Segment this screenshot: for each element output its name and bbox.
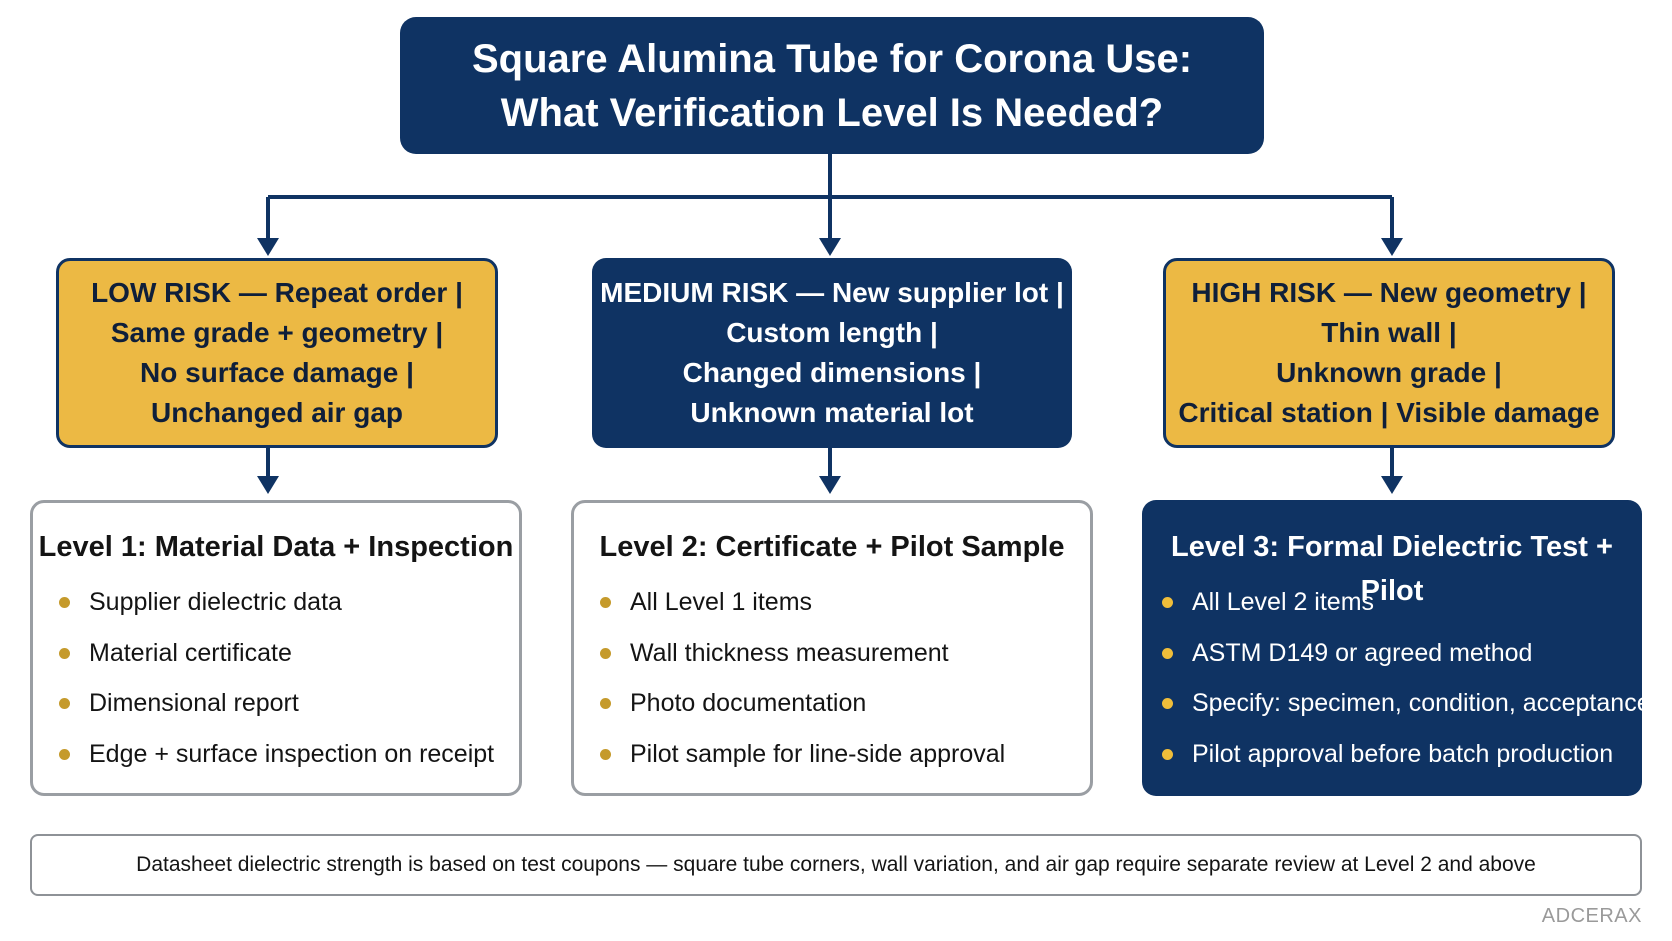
item-text: All Level 1 items [630,588,813,616]
arrowhead-level-2 [819,476,841,494]
brand-watermark: ADCERAX [1541,905,1642,927]
level-items: All Level 1 items Wall thickness measure… [574,577,1090,779]
list-item: Photo documentation [600,678,1090,729]
bullet-dot-icon [59,748,70,760]
item-text: Supplier dielectric data [89,588,342,616]
item-text: All Level 2 items [1192,588,1375,616]
bullet-dot-icon [1162,647,1173,659]
list-item: Dimensional report [59,678,519,729]
bullet-dot-icon [600,597,611,608]
arrowhead-level-1 [257,476,279,494]
level-title: Level 1: Material Data + Inspection [38,531,514,563]
level-box-1: Level 1: Material Data + Inspection Supp… [30,500,522,796]
footnote: Datasheet dielectric strength is based o… [30,834,1642,896]
item-text: Wall thickness measurement [630,638,949,667]
bullet-dot-icon [1162,698,1173,709]
title-line-1: Square Alumina Tube for Corona Use: [471,36,1193,81]
item-text: Pilot sample for line-side approval [630,739,1006,768]
risk-line: MEDIUM RISK — New supplier lot | [600,277,1064,308]
item-text: Edge + surface inspection on receipt [89,739,495,768]
arrowhead-level-3 [1381,476,1403,494]
bullet-dot-icon [1162,748,1173,760]
risk-line: Custom length | [726,317,938,348]
bullet-dot-icon [1162,597,1173,608]
list-item: Supplier dielectric data [59,577,519,628]
risk-line: LOW RISK — Repeat order | [91,277,463,308]
risk-line: Changed dimensions | [682,357,982,388]
bullet-dot-icon [59,698,70,709]
risk-line: Thin wall | [1321,317,1457,348]
level-title: Level 3: Formal Dielectric Test + Pilot [1171,531,1613,607]
risk-line: Critical station | Visible damage [1178,397,1600,428]
item-text: Dimensional report [89,689,299,717]
list-item: Pilot approval before batch production [1162,729,1642,780]
level-title: Level 2: Certificate + Pilot Sample [599,531,1065,563]
item-text: Photo documentation [630,689,867,717]
risk-line: HIGH RISK — New geometry | [1191,277,1587,308]
risk-box-medium: MEDIUM RISK — New supplier lot | Custom … [592,258,1072,448]
list-item: Pilot sample for line-side approval [600,729,1090,780]
arrowhead-high-risk [1381,238,1403,256]
list-item: Material certificate [59,628,519,679]
risk-line: Same grade + geometry | [110,317,444,348]
level-items: Supplier dielectric data Material certif… [33,577,519,779]
bullet-dot-icon [59,597,70,608]
level-box-3: Level 3: Formal Dielectric Test + Pilot … [1142,500,1651,796]
risk-box-high: HIGH RISK — New geometry | Thin wall | U… [1163,258,1615,448]
arrowhead-medium-risk [819,238,841,256]
title-line-2: What Verification Level Is Needed? [500,90,1164,135]
list-item: Wall thickness measurement [600,628,1090,679]
diagram-title: Square Alumina Tube for Corona Use: What… [400,17,1264,154]
list-item: All Level 2 items [1162,577,1642,628]
bullet-dot-icon [600,698,611,709]
bullet-dot-icon [600,748,611,760]
item-text: Material certificate [89,638,292,667]
level-box-2: Level 2: Certificate + Pilot Sample All … [571,500,1093,796]
list-item: Specify: specimen, condition, acceptance [1162,678,1651,729]
risk-line: Unknown material lot [690,397,974,428]
level-items: All Level 2 items ASTM D149 or agreed me… [1142,577,1651,780]
item-text: Pilot approval before batch production [1192,739,1614,768]
risk-box-low: LOW RISK — Repeat order | Same grade + g… [56,258,498,448]
list-item: ASTM D149 or agreed method [1162,628,1642,679]
item-text: ASTM D149 or agreed method [1192,638,1533,667]
risk-line: Unknown grade | [1276,357,1502,388]
item-text: Specify: specimen, condition, acceptance [1192,689,1651,717]
risk-line: No surface damage | [140,357,414,388]
arrowhead-low-risk [257,238,279,256]
bullet-dot-icon [59,647,70,659]
list-item: Edge + surface inspection on receipt [59,729,519,780]
bullet-dot-icon [600,647,611,659]
list-item: All Level 1 items [600,577,1090,628]
risk-line: Unchanged air gap [150,397,404,428]
